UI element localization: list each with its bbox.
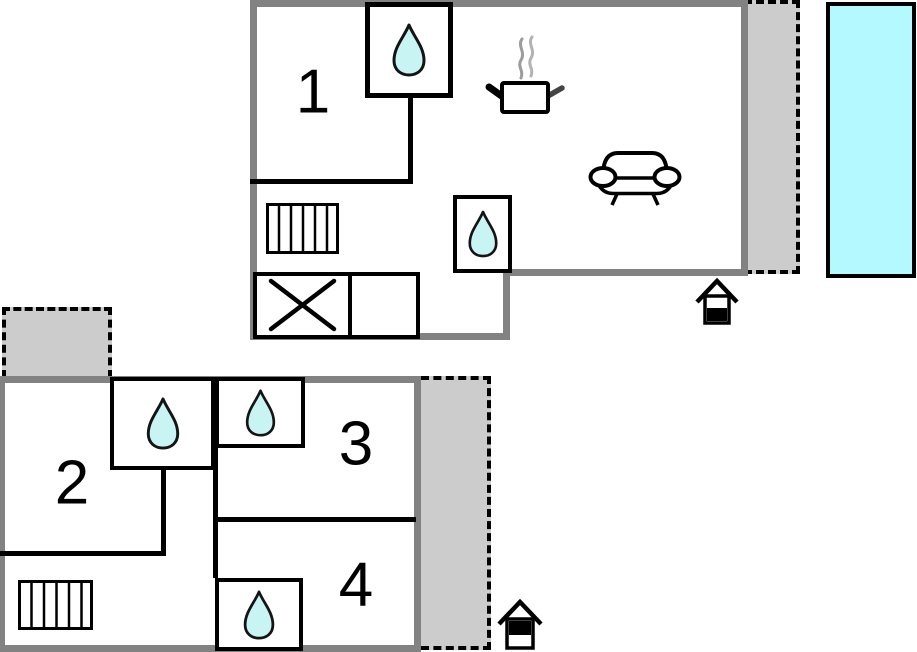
- stairs-icon: [18, 580, 93, 630]
- water-drop-icon: [392, 23, 426, 77]
- upper-terrace: [744, 0, 800, 274]
- lower-wall-bottom: [0, 645, 421, 652]
- room2-inner-wall-vertical: [161, 468, 166, 556]
- swimming-pool: [826, 2, 916, 278]
- upper-shower-box: [453, 195, 512, 273]
- upper-wall-annex-right: [503, 269, 510, 340]
- room-label-4: 4: [338, 550, 374, 620]
- upper-wall-right: [741, 0, 748, 276]
- counter-x-box: [253, 272, 352, 339]
- water-drop-icon: [467, 210, 498, 258]
- counter-empty-box: [348, 272, 420, 339]
- upper-inner-wall-horizontal: [250, 179, 412, 184]
- lower-inner-wall-vertical: [213, 383, 218, 578]
- cooking-pot-icon: [485, 35, 565, 114]
- upper-wall-bottom-main: [505, 269, 748, 276]
- stairs-icon: [266, 203, 339, 254]
- lower-terrace-right: [421, 376, 491, 650]
- entrance-house-icon: [695, 277, 739, 325]
- lower-bathroom-box-c: [215, 578, 303, 651]
- water-drop-icon: [243, 589, 275, 640]
- lower-bathroom-box-a: [110, 377, 215, 470]
- entrance-house-icon: [497, 598, 543, 650]
- upper-wall-left: [250, 0, 257, 340]
- lower-terrace-top-left: [2, 307, 112, 378]
- upper-inner-wall-vertical: [408, 95, 413, 184]
- water-drop-icon: [245, 388, 275, 437]
- x-mark-icon: [268, 278, 337, 332]
- upper-wall-top: [250, 0, 748, 7]
- room-label-1: 1: [295, 57, 331, 127]
- lower-wall-right: [414, 376, 421, 652]
- lower-divider-room3-room4: [215, 517, 416, 522]
- lower-bathroom-box-b: [215, 377, 305, 448]
- upper-bathroom-box: [365, 2, 453, 98]
- water-drop-icon: [146, 397, 179, 450]
- sofa-icon: [588, 151, 682, 206]
- lower-wall-left: [0, 376, 5, 652]
- room-label-3: 3: [338, 409, 374, 479]
- room2-inner-wall-horizontal: [0, 551, 166, 556]
- room-label-2: 2: [54, 448, 90, 518]
